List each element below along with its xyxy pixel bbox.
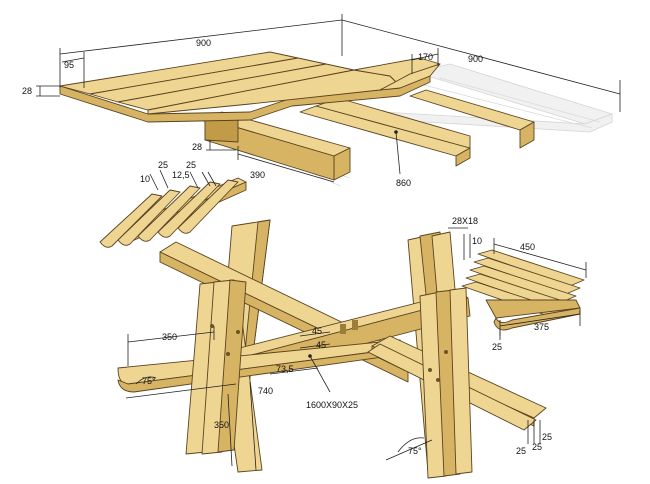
batten-long-3-side [519, 121, 535, 149]
dim-joint-a: 45 [312, 326, 322, 336]
dim-top-width: 900 [196, 38, 211, 48]
top-notch-board [379, 63, 441, 91]
slat-detail-group: 25 25 12,5 10 [99, 160, 247, 248]
dim-batten-short: 390 [250, 170, 265, 180]
arm-rail-left-side [117, 347, 405, 393]
dim-arm-length: 350 [162, 332, 177, 342]
dim-beam-profile: 1600X90X25 [306, 400, 358, 410]
dim-board-thickness: 28 [22, 86, 32, 96]
top-board-edge [59, 75, 431, 123]
beam-notch-1 [340, 324, 346, 334]
detail-slat-2 [117, 189, 181, 246]
dim-foot-spacing-b: 25 [532, 442, 542, 452]
detail-slat-5 [177, 179, 239, 234]
dim-seat-slat-gap: 10 [472, 236, 482, 246]
dim-foot-spacing-a: 25 [516, 446, 526, 456]
dim-seat-offset: 25 [492, 342, 502, 352]
dim-joint-offset: 73,5 [276, 364, 294, 374]
dim-notch-width: 170 [418, 52, 433, 62]
leg-front-left-2 [201, 279, 235, 455]
dim-leg-height: 740 [258, 386, 273, 396]
table-top-group [59, 51, 614, 187]
dim-leg-angle-left: 75° [142, 376, 156, 386]
dim-slat-spacing-a: 25 [158, 160, 168, 170]
leg-front-right-3 [449, 287, 473, 475]
frame-dimensions: 28X18 10 450 375 25 350 75° 740 350 45 4… [125, 216, 587, 471]
dim-top-depth: 900 [468, 54, 483, 64]
dim-seat-profile: 28X18 [452, 216, 478, 226]
dim-leg-foot: 350 [214, 420, 229, 430]
dim-leg-angle-right: 75° [408, 446, 422, 456]
leg-front-left-3 [217, 279, 247, 453]
dim-batten-long: 860 [396, 178, 411, 188]
top-ghost-outline [413, 63, 614, 125]
dim-board-width: 95 [64, 60, 74, 70]
detail-slat-4 [157, 181, 221, 238]
dim-foot-spacing-c: 25 [542, 432, 552, 442]
dim-slat-gap: 12,5 [172, 170, 190, 180]
dim-batten-thickness: 28 [192, 142, 202, 152]
batten-end-block [204, 117, 239, 143]
frame-group [117, 219, 585, 479]
dim-slat-edge: 10 [140, 174, 150, 184]
seat-module [461, 249, 585, 331]
top-dimensions: 900 900 95 28 170 28 390 860 [22, 14, 621, 188]
dim-slat-spacing-b: 25 [186, 160, 196, 170]
dim-seat-length: 450 [520, 242, 535, 252]
detail-slat-3 [137, 185, 201, 242]
beam-notch-2 [352, 320, 358, 330]
batten-long-1-side [455, 147, 471, 167]
detail-slat-1 [99, 193, 163, 248]
dim-seat-depth: 375 [534, 322, 549, 332]
